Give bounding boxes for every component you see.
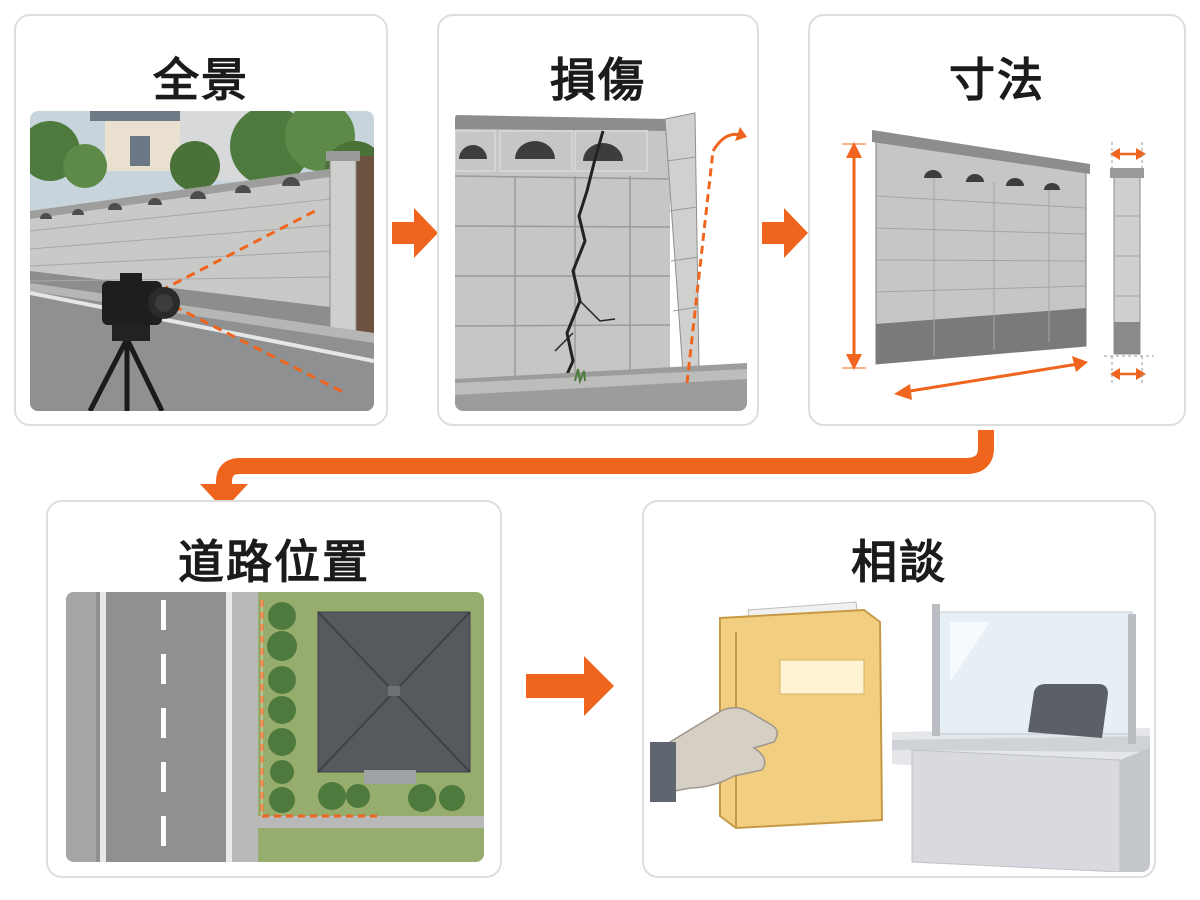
dimensions-illustration	[824, 116, 1174, 411]
step-card-dimensions: 寸法	[808, 14, 1186, 426]
step-title-damage: 損傷	[550, 53, 646, 107]
arrow-down-icon	[0, 426, 1200, 520]
step-title-road-position: 道路位置	[178, 535, 370, 589]
folder-icon	[719, 601, 884, 830]
step-card-damage: 損傷	[437, 14, 759, 426]
step-card-road-position: 道路位置	[46, 500, 502, 878]
step-title-consultation: 相談	[851, 535, 947, 589]
step-card-consultation: 相談	[642, 500, 1156, 878]
tripod-icon	[87, 337, 165, 411]
arrow-right-icon	[392, 208, 440, 262]
arrow-right-icon	[762, 208, 810, 262]
camera-icon	[102, 273, 180, 325]
step-title-overview: 全景	[153, 53, 249, 107]
arrow-right-icon	[526, 656, 616, 720]
chair-icon	[1028, 684, 1108, 738]
consultation-illustration	[650, 592, 1150, 872]
hand-icon	[650, 707, 778, 802]
damage-illustration	[455, 111, 747, 411]
step-card-overview: 全景	[14, 14, 388, 426]
overview-illustration	[30, 111, 374, 411]
road-map-illustration	[66, 592, 484, 862]
step-title-dimensions: 寸法	[949, 53, 1045, 107]
